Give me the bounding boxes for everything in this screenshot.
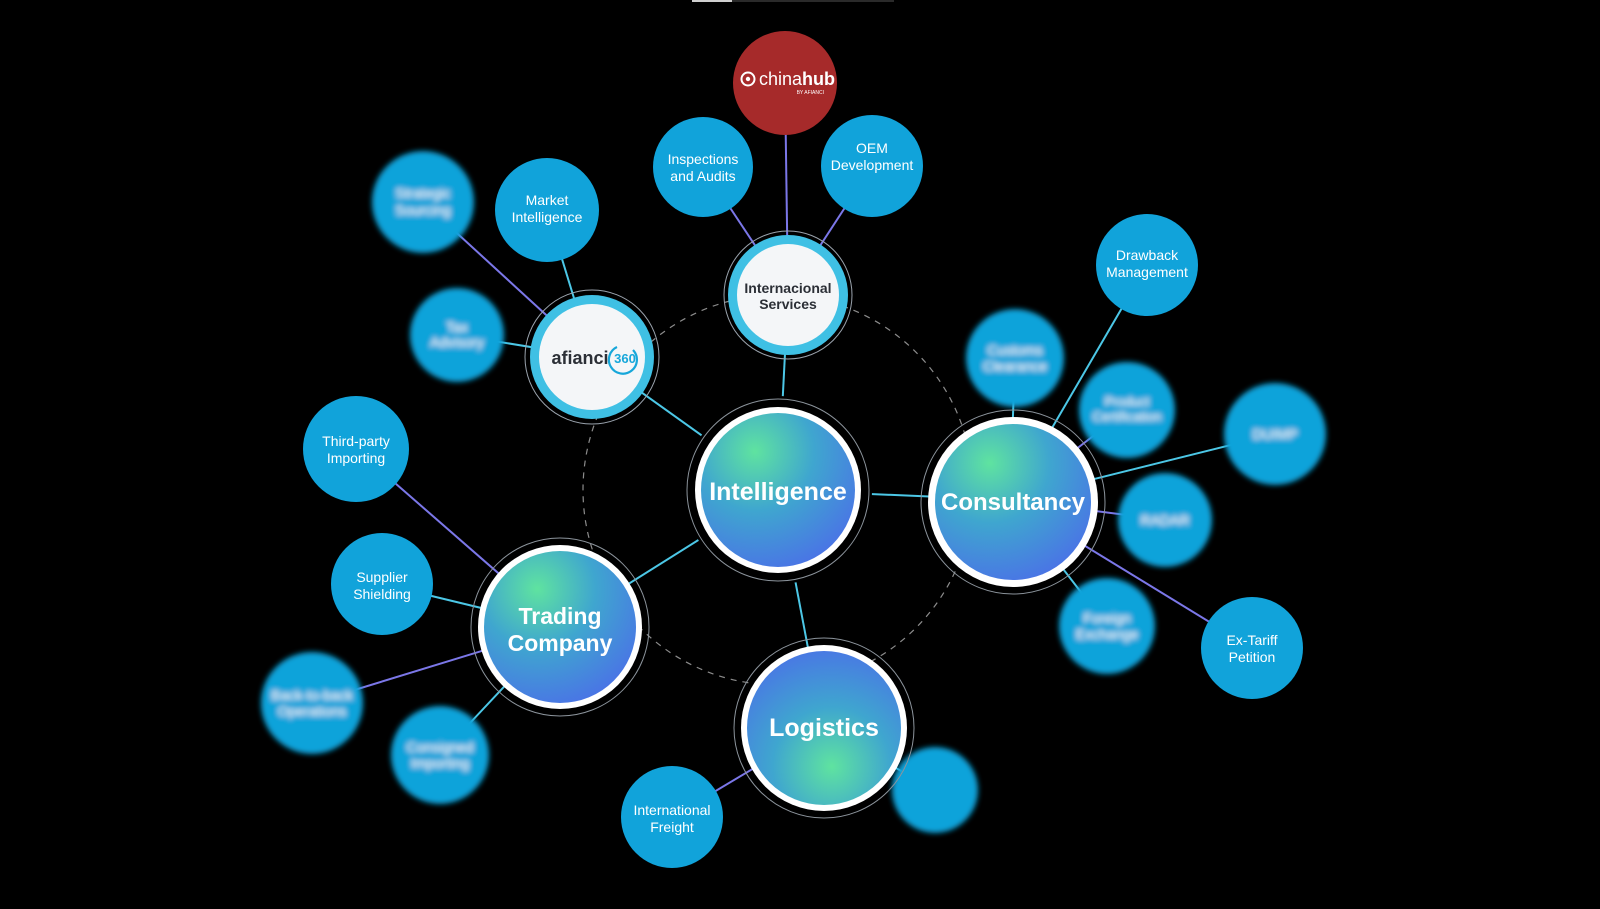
svg-text:chinahub: chinahub bbox=[759, 69, 835, 89]
node-logistics-extra[interactable] bbox=[892, 747, 978, 833]
hub-logistics[interactable]: Logistics bbox=[733, 637, 915, 819]
node-duimp[interactable]: DUIMP bbox=[1224, 383, 1326, 485]
chinahub-logo-icon bbox=[740, 71, 756, 87]
video-progress-bar bbox=[692, 0, 894, 2]
node-afianci-360[interactable]: afianci 360 bbox=[524, 289, 660, 425]
svg-text:Logistics: Logistics bbox=[769, 714, 879, 742]
svg-text:360: 360 bbox=[614, 351, 636, 366]
node-chinahub[interactable]: chinahub BY AFIANCI bbox=[733, 31, 837, 135]
hub-intelligence[interactable]: Intelligence bbox=[684, 396, 872, 584]
hub-consultancy[interactable]: Consultancy bbox=[920, 409, 1106, 595]
svg-text:Intelligence: Intelligence bbox=[709, 478, 847, 506]
svg-text:BY AFIANCI: BY AFIANCI bbox=[797, 90, 824, 96]
svg-text:RADAR: RADAR bbox=[1140, 512, 1189, 528]
svg-text:DUIMP: DUIMP bbox=[1252, 426, 1297, 442]
afianci-360-badge-icon bbox=[607, 346, 638, 375]
node-radar[interactable]: RADAR bbox=[1118, 473, 1212, 567]
svg-text:Consultancy: Consultancy bbox=[941, 489, 1086, 516]
svg-text:afianci: afianci bbox=[551, 348, 608, 368]
